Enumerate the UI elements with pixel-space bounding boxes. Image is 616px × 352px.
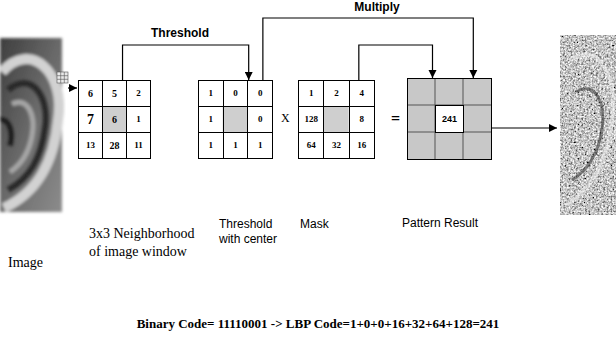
- grid-caption: 3x3 Neighborhood of image window: [89, 225, 207, 260]
- grid-cell: 128: [298, 106, 324, 133]
- ear-canal: [0, 120, 11, 146]
- grid-cell: 0: [223, 80, 249, 107]
- cell-value: 8: [360, 115, 365, 124]
- grid-cell: 1: [298, 80, 324, 107]
- grid-cell: 11: [126, 132, 151, 159]
- texture-ear-fold: [572, 89, 603, 180]
- cell-value: 13: [86, 141, 95, 150]
- flow-arrow: [359, 45, 433, 80]
- grid-cell: 16: [349, 132, 375, 159]
- cell-value: 4: [360, 89, 365, 98]
- pattern-cell-lines: [407, 78, 491, 159]
- cell-value: 0: [233, 89, 238, 98]
- figure-label: X: [281, 111, 290, 125]
- center-cell-fill: [323, 106, 348, 132]
- cell-value: 1: [258, 141, 263, 150]
- pattern-cells-fill: [407, 78, 491, 159]
- cell-value: 2: [136, 89, 141, 98]
- grid-table: Pattern Result241: [407, 78, 492, 160]
- grid-caption: Threshold with center: [219, 217, 283, 247]
- ear-image-ground: [0, 38, 62, 212]
- grid-caption: Pattern Result: [402, 216, 502, 231]
- flow-arrow: [123, 45, 249, 80]
- grid-cell: 28: [102, 132, 127, 159]
- grid-cell: 32: [323, 132, 349, 159]
- figure-label: Image: [8, 255, 43, 272]
- cell-value: 64: [307, 141, 316, 150]
- grid-cell: 6: [102, 106, 127, 133]
- output-arrow: [491, 127, 557, 128]
- grid-cell: 1: [126, 106, 151, 133]
- grid-cell: 0: [247, 106, 273, 133]
- ear-image: [0, 38, 62, 212]
- cell-value: 1: [209, 89, 214, 98]
- window-grid-lines: [57, 72, 68, 83]
- cell-value: 241: [442, 115, 457, 124]
- cell-value: 0: [258, 89, 263, 98]
- cell-value: 6: [88, 89, 93, 99]
- texture-ear-contour: [566, 55, 613, 205]
- window-marker: [57, 72, 68, 83]
- cell-value: 11: [134, 141, 143, 150]
- cell-value: 7: [87, 113, 94, 127]
- grid-cell: 1: [223, 132, 249, 159]
- cell-value: 1: [309, 89, 314, 98]
- grid-cell: 13: [78, 132, 103, 159]
- cell-value: 1: [136, 115, 141, 124]
- flow-arrow: [263, 18, 473, 80]
- cell-value: 28: [110, 141, 120, 151]
- grid-cell: 1: [198, 132, 224, 159]
- lbp-texture-image: [560, 35, 616, 215]
- grid-cell: 241: [435, 105, 464, 133]
- cell-value: 1: [209, 141, 214, 150]
- grid-cell: 0: [247, 80, 273, 107]
- grid-cell: 1: [247, 132, 273, 159]
- cell-value: 16: [357, 141, 366, 150]
- grid-cell: 7: [78, 106, 103, 133]
- grid-cell: 6: [78, 80, 103, 107]
- grid-cell: 1: [198, 80, 224, 107]
- edge-label: Threshold: [150, 27, 210, 41]
- cell-value: 0: [258, 115, 263, 124]
- grid-table: Mask1241288643216: [298, 80, 375, 159]
- cell-value: 2: [334, 89, 339, 98]
- grid-cell: 2: [323, 80, 349, 107]
- cell-value: 6: [112, 115, 117, 125]
- figure-label: =: [391, 109, 400, 128]
- cell-value: 5: [112, 89, 117, 99]
- cell-value: 32: [332, 141, 341, 150]
- window-square: [57, 72, 68, 83]
- center-cell-fill: [223, 106, 248, 132]
- formula-caption: Binary Code= 11110001 -> LBP Code=1+0+0+…: [137, 316, 500, 332]
- cell-value: 1: [233, 141, 238, 150]
- grid-cell: 4: [349, 80, 375, 107]
- grid-cell: 2: [126, 80, 151, 107]
- grid-table: 3x3 Neighborhood of image window65276113…: [78, 80, 151, 159]
- cell-value: 128: [304, 115, 318, 124]
- grid-cell: 5: [102, 80, 127, 107]
- grid-caption: Mask: [300, 217, 360, 232]
- grid-cell: 64: [298, 132, 324, 159]
- input-arrow: [68, 87, 77, 88]
- cell-value: 1: [209, 115, 214, 124]
- grid-table: Threshold with center10010111: [198, 80, 273, 159]
- grid-cell: 1: [198, 106, 224, 133]
- grid-cell: 8: [349, 106, 375, 133]
- edge-label: Multiply: [353, 1, 400, 15]
